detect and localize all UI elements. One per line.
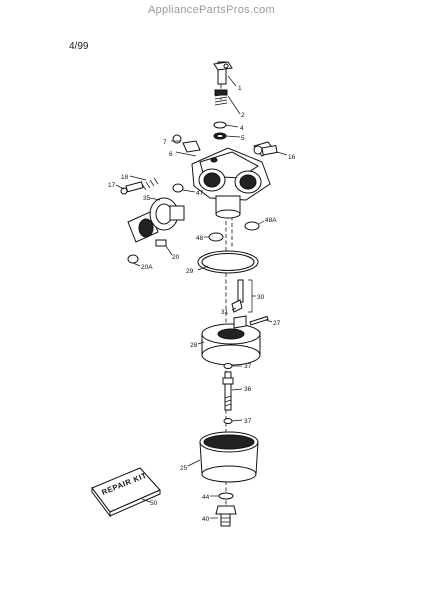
- part-2-spring[interactable]: [214, 89, 228, 106]
- part-20a-welch-plug[interactable]: [127, 254, 139, 264]
- callout-20a: 20A: [141, 264, 153, 271]
- part-7-throttle-plate-screw[interactable]: [172, 134, 201, 153]
- callout-16: 16: [288, 154, 296, 161]
- part-6-carburetor-body[interactable]: [191, 147, 271, 219]
- part-36-main-nozzle[interactable]: [222, 371, 234, 411]
- callout-6: 6: [169, 151, 173, 158]
- callout-37-upper: 37: [244, 363, 252, 370]
- part-48a-seal[interactable]: [244, 221, 260, 231]
- date-code: 4/99: [69, 41, 89, 52]
- callout-44: 44: [202, 494, 210, 501]
- callout-47: 47: [196, 190, 204, 197]
- callout-2: 2: [241, 112, 245, 119]
- leader-lines: [115, 75, 288, 519]
- part-16-fuel-inlet-elbow[interactable]: [253, 141, 278, 157]
- callout-35: 35: [143, 195, 151, 202]
- callout-20: 20: [172, 254, 180, 261]
- callout-27: 27: [273, 320, 281, 327]
- callout-29: 29: [186, 268, 194, 275]
- part-28-float[interactable]: [201, 315, 261, 366]
- part-37-washer-upper[interactable]: [223, 363, 233, 369]
- part-44-bowl-washer[interactable]: [218, 492, 234, 500]
- callout-1: 1: [238, 85, 242, 92]
- callout-37-lower: 37: [244, 418, 252, 425]
- callout-48a: 48A: [265, 217, 277, 224]
- callout-5: 5: [241, 135, 245, 142]
- part-48-seal[interactable]: [208, 232, 224, 242]
- part-47-o-ring[interactable]: [172, 183, 184, 193]
- part-17-idle-screw[interactable]: [120, 181, 144, 195]
- part-18-idle-spring[interactable]: [141, 177, 159, 191]
- callout-7: 7: [163, 139, 167, 146]
- callout-50: 50: [150, 500, 158, 507]
- callout-17: 17: [108, 182, 116, 189]
- part-50-repair-kit[interactable]: REPAIR KIT: [91, 467, 161, 518]
- callout-25: 25: [180, 465, 188, 472]
- callout-31: 31: [221, 309, 229, 316]
- part-35-choke-assembly[interactable]: [127, 197, 185, 243]
- callout-40: 40: [202, 516, 210, 523]
- callout-30: 30: [257, 294, 265, 301]
- part-40-bowl-nut[interactable]: [215, 505, 237, 527]
- part-20-plug[interactable]: [155, 239, 167, 247]
- part-29-bowl-gasket[interactable]: [197, 250, 259, 274]
- callout-labels: 1 2 4 5 7 6 16 18 17 47 35 48A 48 20 20A…: [108, 85, 296, 523]
- callout-18: 18: [121, 174, 129, 181]
- part-4-washer[interactable]: [213, 121, 227, 129]
- callout-4: 4: [240, 125, 244, 132]
- part-1-throttle-shaft[interactable]: [213, 61, 233, 85]
- site-watermark: AppliancePartsPros.com: [147, 4, 276, 16]
- callout-36: 36: [244, 386, 252, 393]
- part-37-washer-lower[interactable]: [223, 418, 233, 424]
- callout-48: 48: [196, 235, 204, 242]
- callout-28: 28: [190, 342, 198, 349]
- part-31-needle-clip[interactable]: [231, 299, 243, 313]
- part-27-float-pin[interactable]: [249, 315, 269, 326]
- part-25-float-bowl[interactable]: [199, 431, 259, 483]
